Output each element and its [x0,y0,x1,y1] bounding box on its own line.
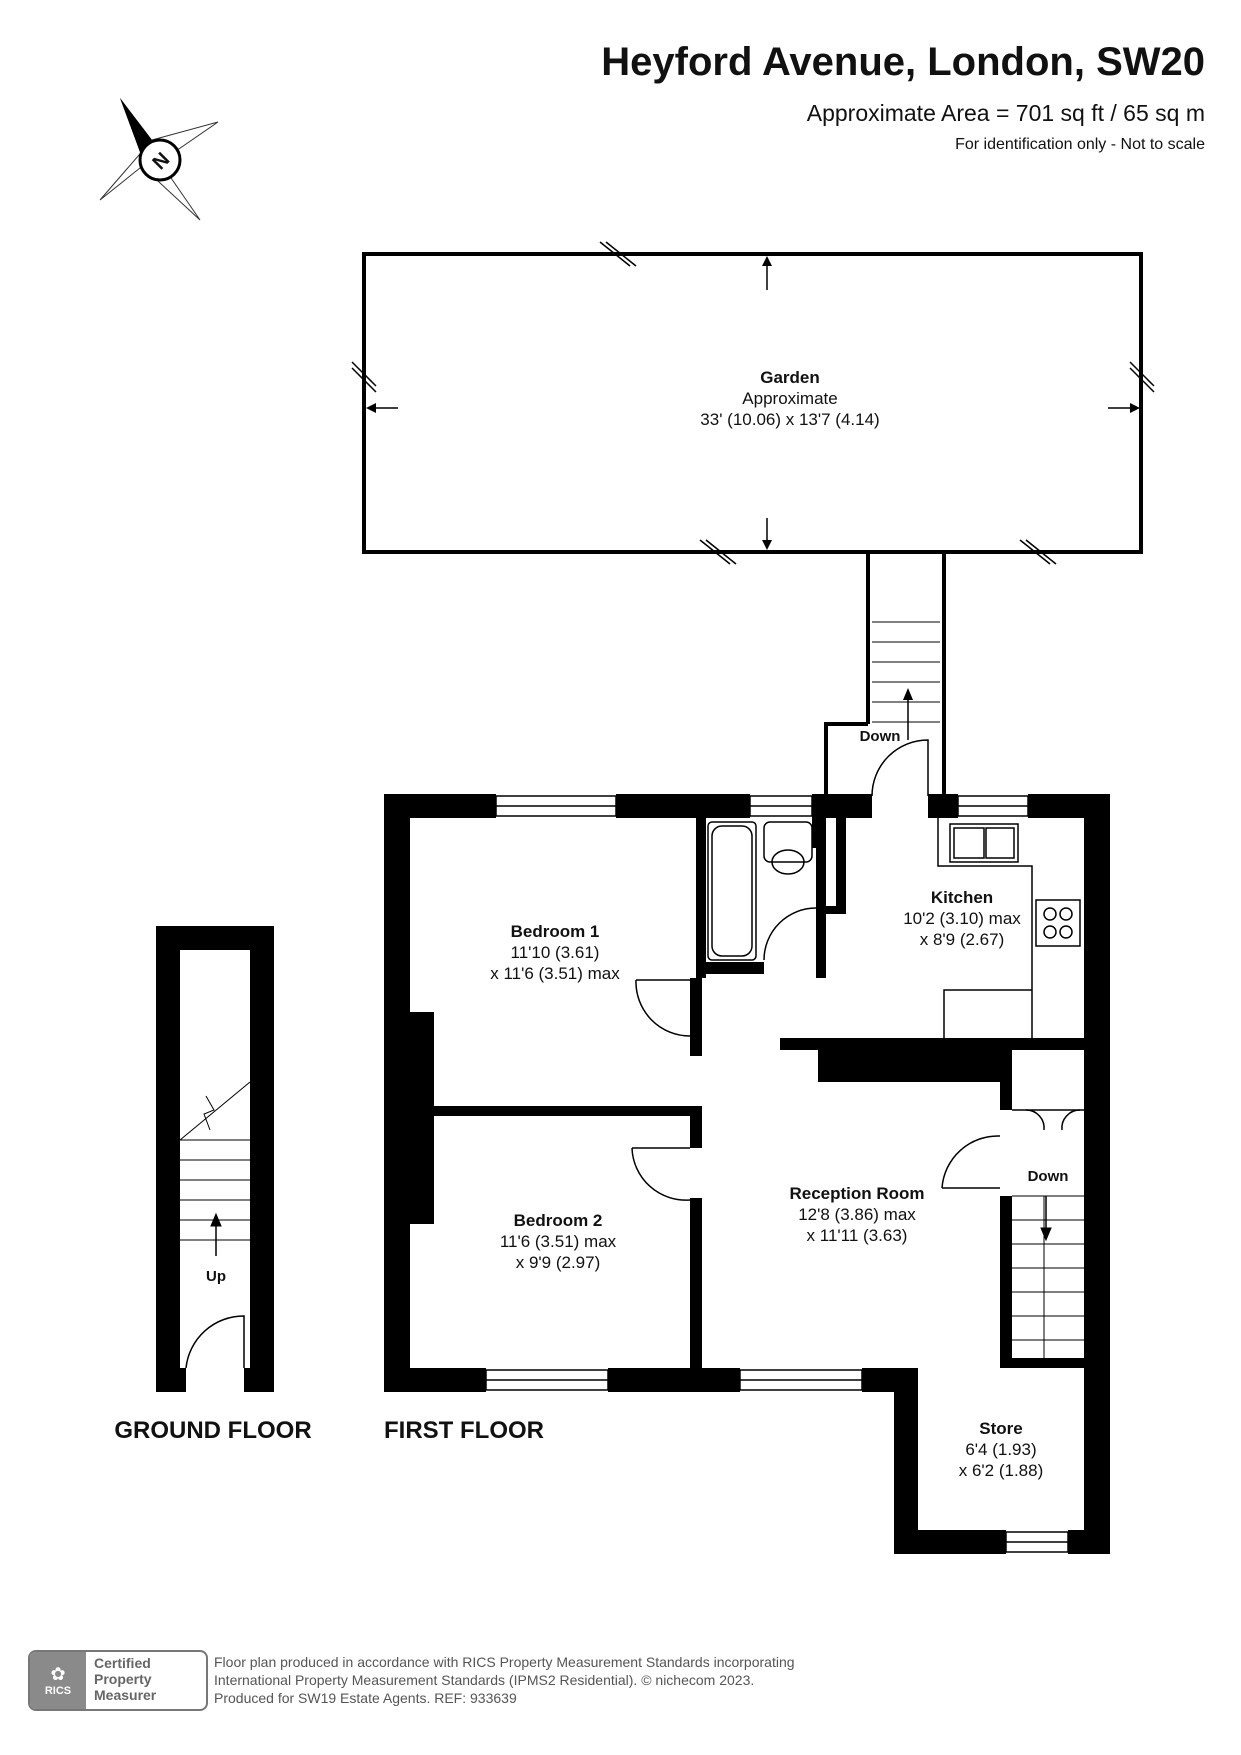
badge-line1: Certified [94,1655,151,1671]
first-floor-label: FIRST FLOOR [384,1417,544,1444]
bedroom1-dimensions-max: x 11'6 (3.51) max [490,964,620,983]
bedroom2-dimensions-2: x 9'9 (2.97) [516,1253,601,1272]
kitchen-dimensions: 10'2 (3.10) max [903,909,1021,928]
garden-note: Approximate [742,389,837,408]
stairs-up-label: Up [206,1268,226,1285]
badge-line2: Property [94,1671,152,1687]
footer-line3: Produced for SW19 Estate Agents. REF: 93… [214,1690,517,1706]
ground-floor-staircase [179,1081,251,1369]
rics-badge: ✿ RICS Certified Property Measurer [28,1650,208,1711]
store-name: Store [979,1419,1022,1438]
garden-staircase [824,552,946,797]
kitchen-units [937,818,1081,1038]
disclaimer-note: For identification only - Not to scale [955,136,1205,153]
rics-logo-text: RICS [44,1685,72,1697]
bedroom1-dimensions: 11'10 (3.61) [511,943,600,962]
kitchen-name: Kitchen [931,888,993,907]
stairs-down-garden-label: Down [860,728,901,745]
kitchen-dimensions-2: x 8'9 (2.67) [920,930,1005,949]
store-dimensions-2: x 6'2 (1.88) [959,1461,1044,1480]
stairs-down-store-label: Down [1028,1168,1069,1185]
store-dimensions: 6'4 (1.93) [965,1440,1036,1459]
footer-line1: Floor plan produced in accordance with R… [214,1654,795,1670]
reception-dimensions-2: x 11'11 (3.63) [807,1226,908,1245]
bedroom1-name: Bedroom 1 [511,922,600,941]
garden-area [351,241,1155,565]
bedroom2-dimensions: 11'6 (3.51) max [500,1232,617,1251]
door-swings [631,979,1084,1201]
garden-dimensions: 33' (10.06) x 13'7 (4.14) [700,410,879,429]
rics-badge-text: Certified Property Measurer [86,1652,206,1709]
first-floor-walls [384,794,1110,1554]
ground-floor-walls [156,926,274,1392]
bathroom-fixtures [707,821,817,961]
bedroom2-name: Bedroom 2 [514,1211,603,1230]
ground-floor-label: GROUND FLOOR [114,1417,311,1444]
rics-emblem-icon: ✿ [50,1664,66,1684]
footer-notes: Floor plan produced in accordance with R… [214,1653,795,1707]
rics-logo: ✿ RICS [30,1652,86,1709]
interior-walls [434,818,1084,1368]
approximate-area: Approximate Area = 701 sq ft / 65 sq m [806,100,1205,126]
footer-line2: International Property Measurement Stand… [214,1672,755,1688]
reception-dimensions: 12'8 (3.86) max [798,1205,916,1224]
store-staircase [1012,1195,1084,1358]
plan-title: Heyford Avenue, London, SW20 [601,40,1205,84]
windows [485,795,1069,1553]
garden-name: Garden [760,368,820,387]
reception-name: Reception Room [789,1184,924,1203]
badge-line3: Measurer [94,1687,157,1703]
compass-icon: N [99,98,219,221]
